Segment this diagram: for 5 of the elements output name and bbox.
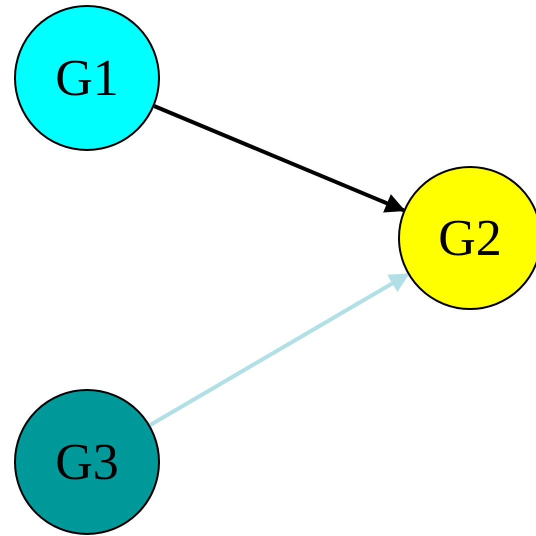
node-label: G2 xyxy=(438,208,502,268)
node-label: G1 xyxy=(55,48,119,108)
arrow xyxy=(154,104,406,213)
node-label: G3 xyxy=(55,432,119,492)
arrow xyxy=(149,272,410,427)
